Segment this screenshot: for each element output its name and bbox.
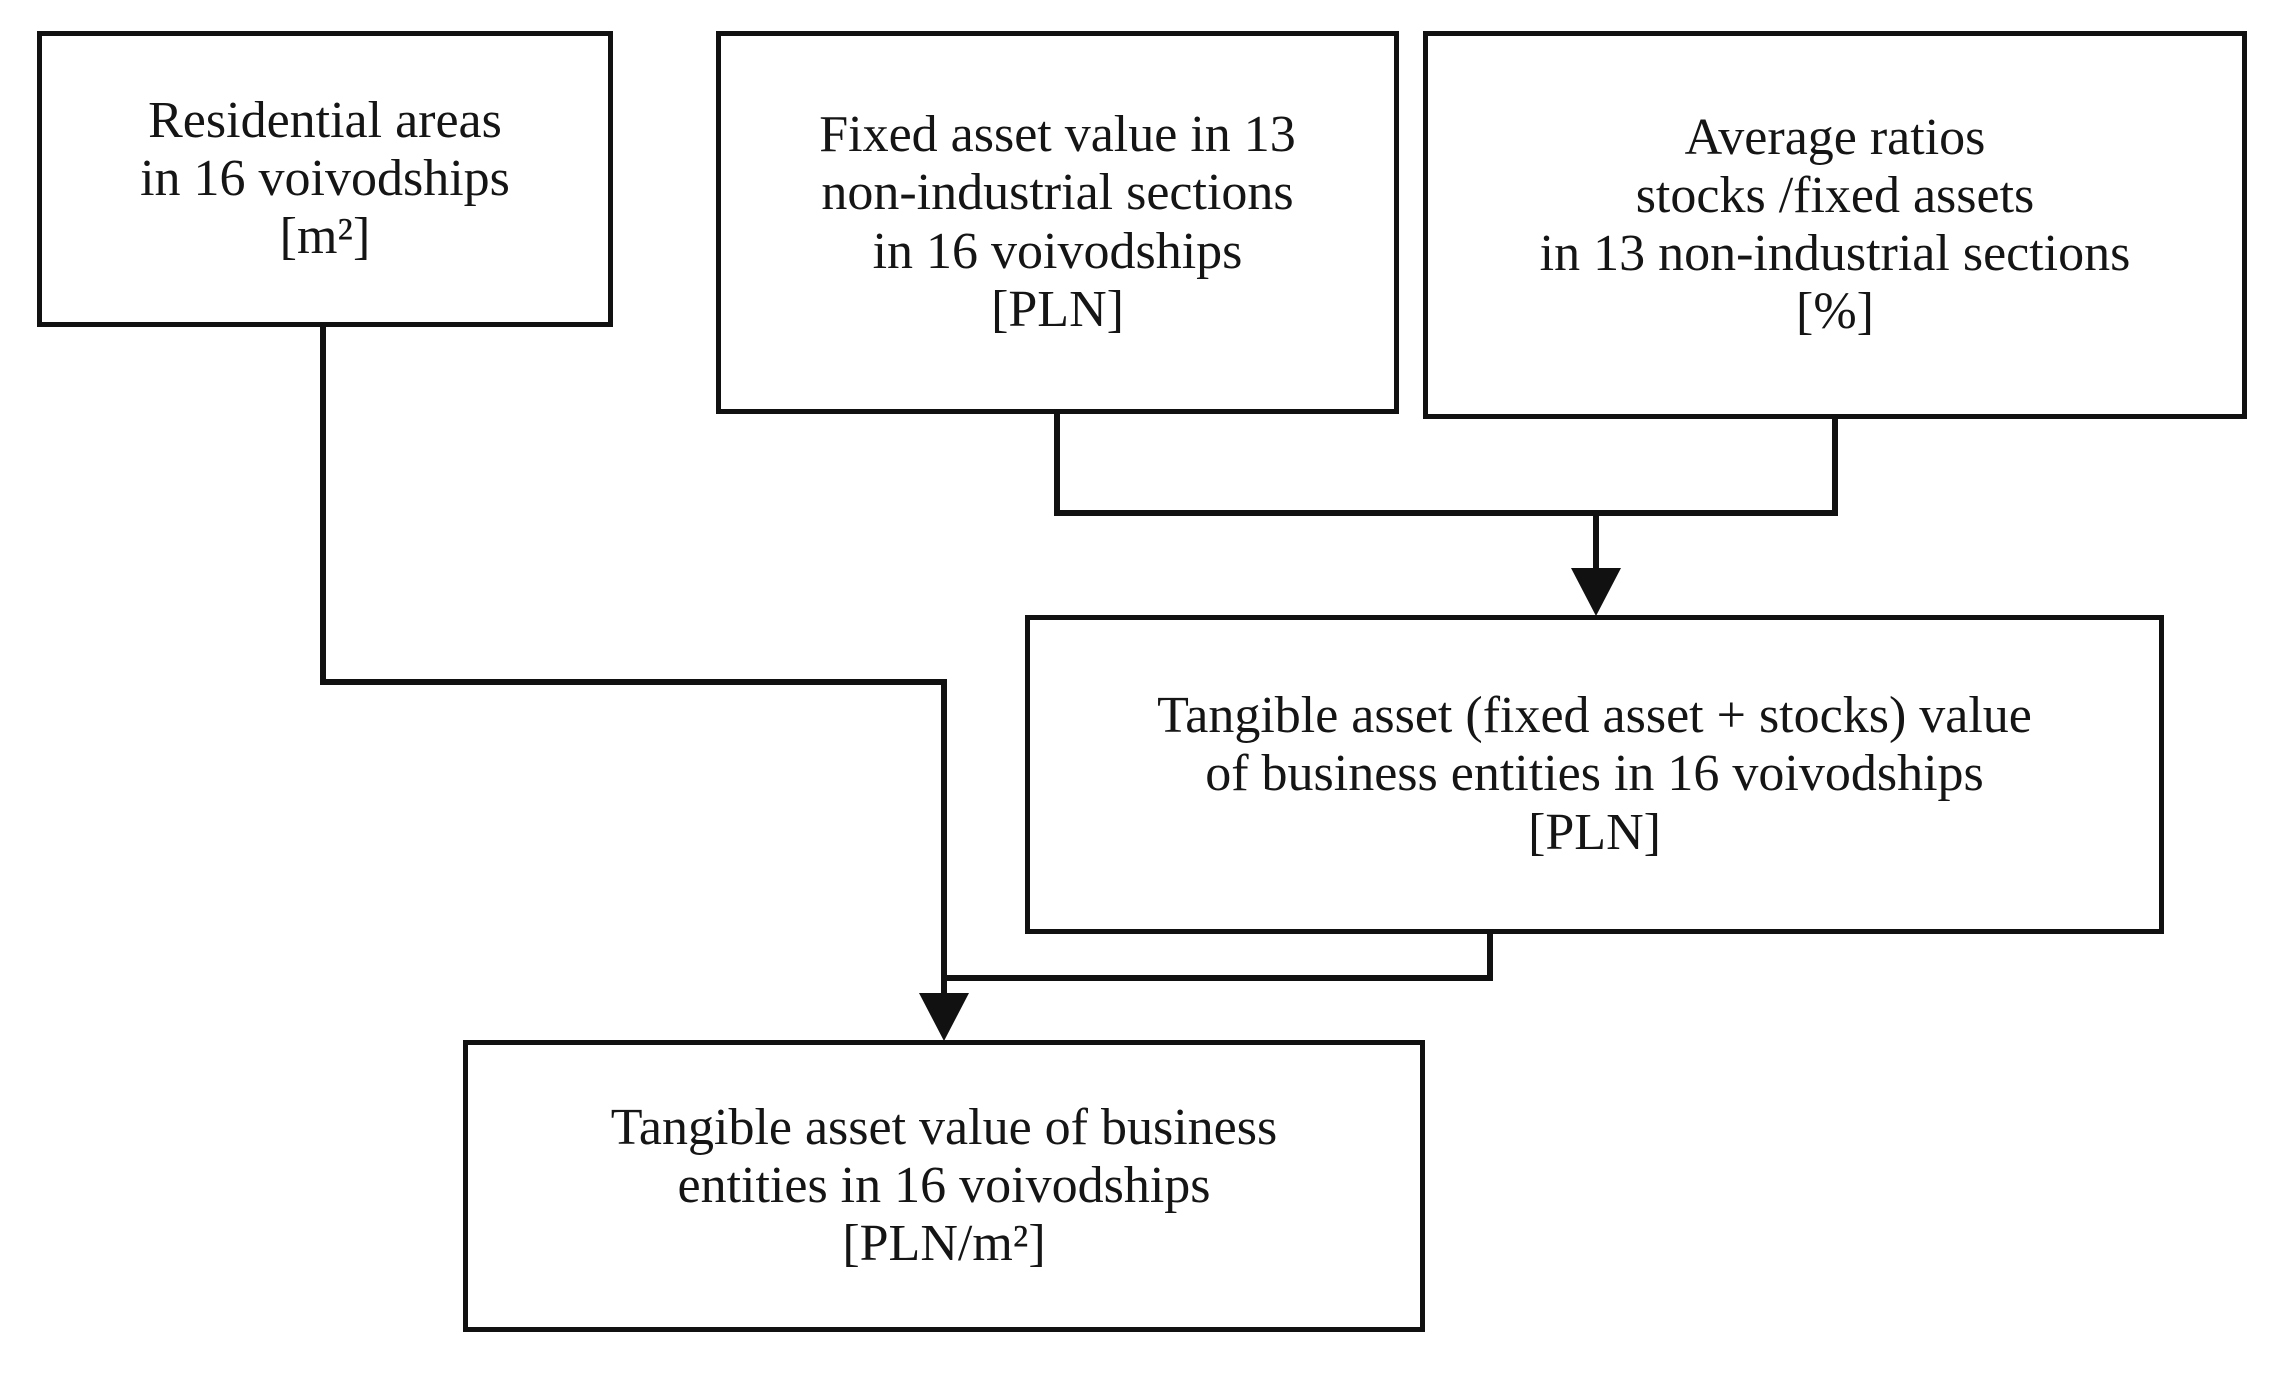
edge-into-per-m2-drop [941,679,947,997]
node-fixed-asset-line-3: in 16 voivodships [872,222,1243,280]
edge-residential-to-per-m2-stem [320,325,326,685]
node-average-ratios-line-4: [%] [1796,283,1874,341]
node-tangible-value-line-2: of business entities in 16 voivodships [1205,745,1984,803]
node-average-ratios[interactable]: Average ratios stocks /fixed assets in 1… [1423,31,2247,419]
node-tangible-value-line-1: Tangible asset (fixed asset + stocks) va… [1157,687,2032,745]
node-tangible-asset-value[interactable]: Tangible asset (fixed asset + stocks) va… [1025,615,2164,934]
node-fixed-asset-line-4: [PLN] [991,280,1124,338]
edge-average-ratios-to-tangible-run [1593,510,1838,516]
node-fixed-asset-value[interactable]: Fixed asset value in 13 non-industrial s… [716,31,1399,414]
node-average-ratios-line-1: Average ratios [1684,108,1986,166]
edge-fixed-asset-to-tangible-stem [1054,411,1060,516]
node-residential-areas[interactable]: Residential areas in 16 voivodships [m²] [37,31,613,327]
node-residential-line-1: Residential areas [148,91,502,149]
node-tangible-per-m2-line-2: entities in 16 voivodships [677,1156,1211,1214]
node-tangible-per-m2-line-1: Tangible asset value of business [610,1098,1278,1156]
edge-tangible-value-to-per-m2-stem [1487,930,1493,981]
node-average-ratios-line-2: stocks /fixed assets [1635,166,2035,224]
edge-fixed-asset-to-tangible-run [1054,510,1599,516]
edge-average-ratios-to-tangible-stem [1832,416,1838,516]
node-tangible-per-m2-line-3: [PLN/m²] [842,1215,1046,1273]
node-residential-line-3: [m²] [279,208,371,266]
node-average-ratios-line-3: in 13 non-industrial sections [1539,225,2131,282]
edge-residential-to-per-m2-run [320,679,947,685]
node-fixed-asset-line-1: Fixed asset value in 13 [819,106,1296,164]
edge-into-tangible-value-drop [1593,510,1599,572]
node-residential-line-2: in 16 voivodships [140,149,510,207]
arrowhead-into-tangible-value [1571,568,1621,616]
arrowhead-into-tangible-per-m2 [919,993,969,1041]
node-tangible-asset-value-per-m2[interactable]: Tangible asset value of business entitie… [463,1040,1425,1332]
node-tangible-value-line-3: [PLN] [1528,803,1661,861]
node-fixed-asset-line-2: non-industrial sections [821,164,1294,222]
edge-tangible-value-to-per-m2-run [941,975,1493,981]
